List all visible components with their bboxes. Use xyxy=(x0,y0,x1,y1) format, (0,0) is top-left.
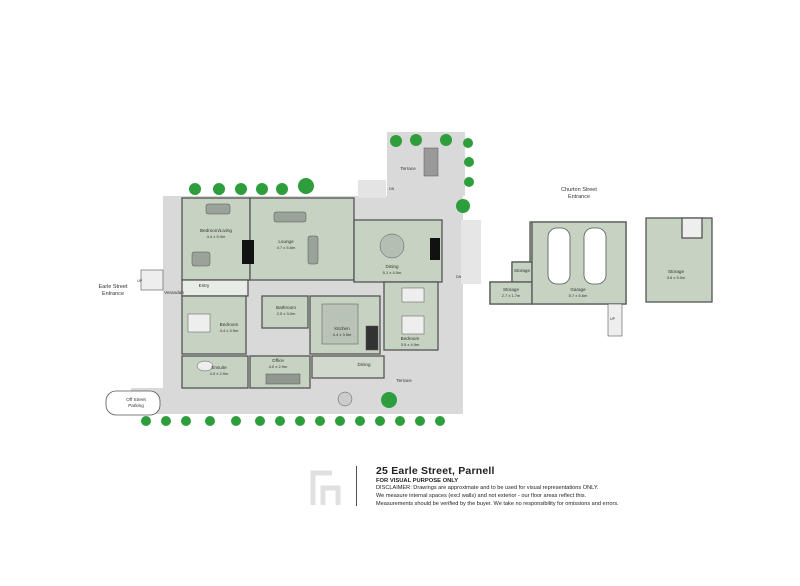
churton-entrance-line1: Churton Street xyxy=(561,187,597,193)
marker-dn-terrace: DN xyxy=(389,187,395,191)
disclaimer-line-1: DISCLAIMER: Drawings are approximate and… xyxy=(376,485,599,491)
dim-ensuite: 4.0 x 2.9m xyxy=(210,371,229,376)
disclaimer-line-3: Measurements should be verified by the b… xyxy=(376,501,619,507)
label-parking: Off Street xyxy=(126,397,146,402)
label-ensuite: Ensuite xyxy=(211,365,227,370)
label-garage: Garage xyxy=(570,287,586,292)
entrance-labels: Earle Street Entrance Churton Street Ent… xyxy=(98,187,597,297)
side-deck xyxy=(461,220,481,284)
dim-office: 4.0 x 2.9m xyxy=(269,364,288,369)
dim-bedroom-right: 3.5 x 4.9m xyxy=(401,342,420,347)
room-lounge xyxy=(249,197,355,281)
earle-entrance-line2: Entrance xyxy=(102,291,124,297)
label-terrace-bottom: Terrace xyxy=(396,378,412,383)
dim-bathroom: 2.5 x 3.0m xyxy=(277,311,296,316)
marker-up-garage: UP xyxy=(610,317,616,321)
earle-entrance-line1: Earle Street xyxy=(98,284,128,290)
title-divider xyxy=(356,466,357,506)
dim-garage: 5.7 x 5.6m xyxy=(569,293,588,298)
room-entry xyxy=(181,279,249,297)
label-parking-2: Parking xyxy=(128,403,144,408)
furniture xyxy=(187,147,440,407)
trees xyxy=(141,134,474,426)
label-bathroom: Bathroom xyxy=(276,305,296,310)
room-dining-small xyxy=(311,355,385,379)
label-bedroom-right: Bedroom xyxy=(401,336,420,341)
label-storage-c: Storage xyxy=(668,269,685,274)
label-bedroom-front: Bedroom xyxy=(220,322,239,327)
label-terrace-top: Terrace xyxy=(400,166,416,171)
dim-lounge: 4.7 x 5.6m xyxy=(277,245,296,250)
label-storage-b: Storage xyxy=(503,287,520,292)
marker-dn-dining: DN xyxy=(456,275,462,279)
disclaimer-line-2: We measure internal spaces (excl walls) … xyxy=(376,493,587,499)
marker-up-earle: UP xyxy=(137,279,143,283)
label-dining-small: Dining xyxy=(357,362,370,367)
room-labels: Bedroom/Living 4.4 x 5.0m Lounge 4.7 x 5… xyxy=(126,166,686,408)
label-storage-a: Storage xyxy=(514,268,531,273)
cars xyxy=(105,227,607,416)
label-lounge: Lounge xyxy=(278,239,294,244)
dim-dining: 5.1 x 4.0m xyxy=(383,270,402,275)
label-kitchen: Kitchen xyxy=(334,326,350,331)
dim-storage-b: 2.7 x 1.7m xyxy=(502,293,521,298)
room-bathroom xyxy=(261,295,309,329)
label-entry: Entry xyxy=(199,283,210,288)
dim-storage-c: 3.6 x 5.0m xyxy=(667,275,686,280)
stair-markers: UP DN DN UP xyxy=(137,187,616,321)
room-ensuite xyxy=(181,355,249,389)
page-subtitle: FOR VISUAL PURPOSE ONLY xyxy=(376,478,459,484)
logo-icon xyxy=(310,470,341,505)
dim-bedroom-front: 4.4 x 3.9m xyxy=(220,328,239,333)
title-block: 25 Earle Street, Parnell FOR VISUAL PURP… xyxy=(376,465,676,508)
label-verandah: Verandah xyxy=(164,290,184,295)
earle-steps xyxy=(140,269,164,291)
dim-kitchen: 4.4 x 3.5m xyxy=(333,332,352,337)
label-bedroom-living: Bedroom/Living xyxy=(200,228,232,233)
label-dining: Dining xyxy=(385,264,398,269)
page-title: 25 Earle Street, Parnell xyxy=(376,465,495,477)
dim-bedroom-living: 4.4 x 5.0m xyxy=(207,234,226,239)
label-office: Office xyxy=(272,358,284,363)
churton-entrance-line2: Entrance xyxy=(568,194,590,200)
garage-stairs xyxy=(607,303,623,337)
